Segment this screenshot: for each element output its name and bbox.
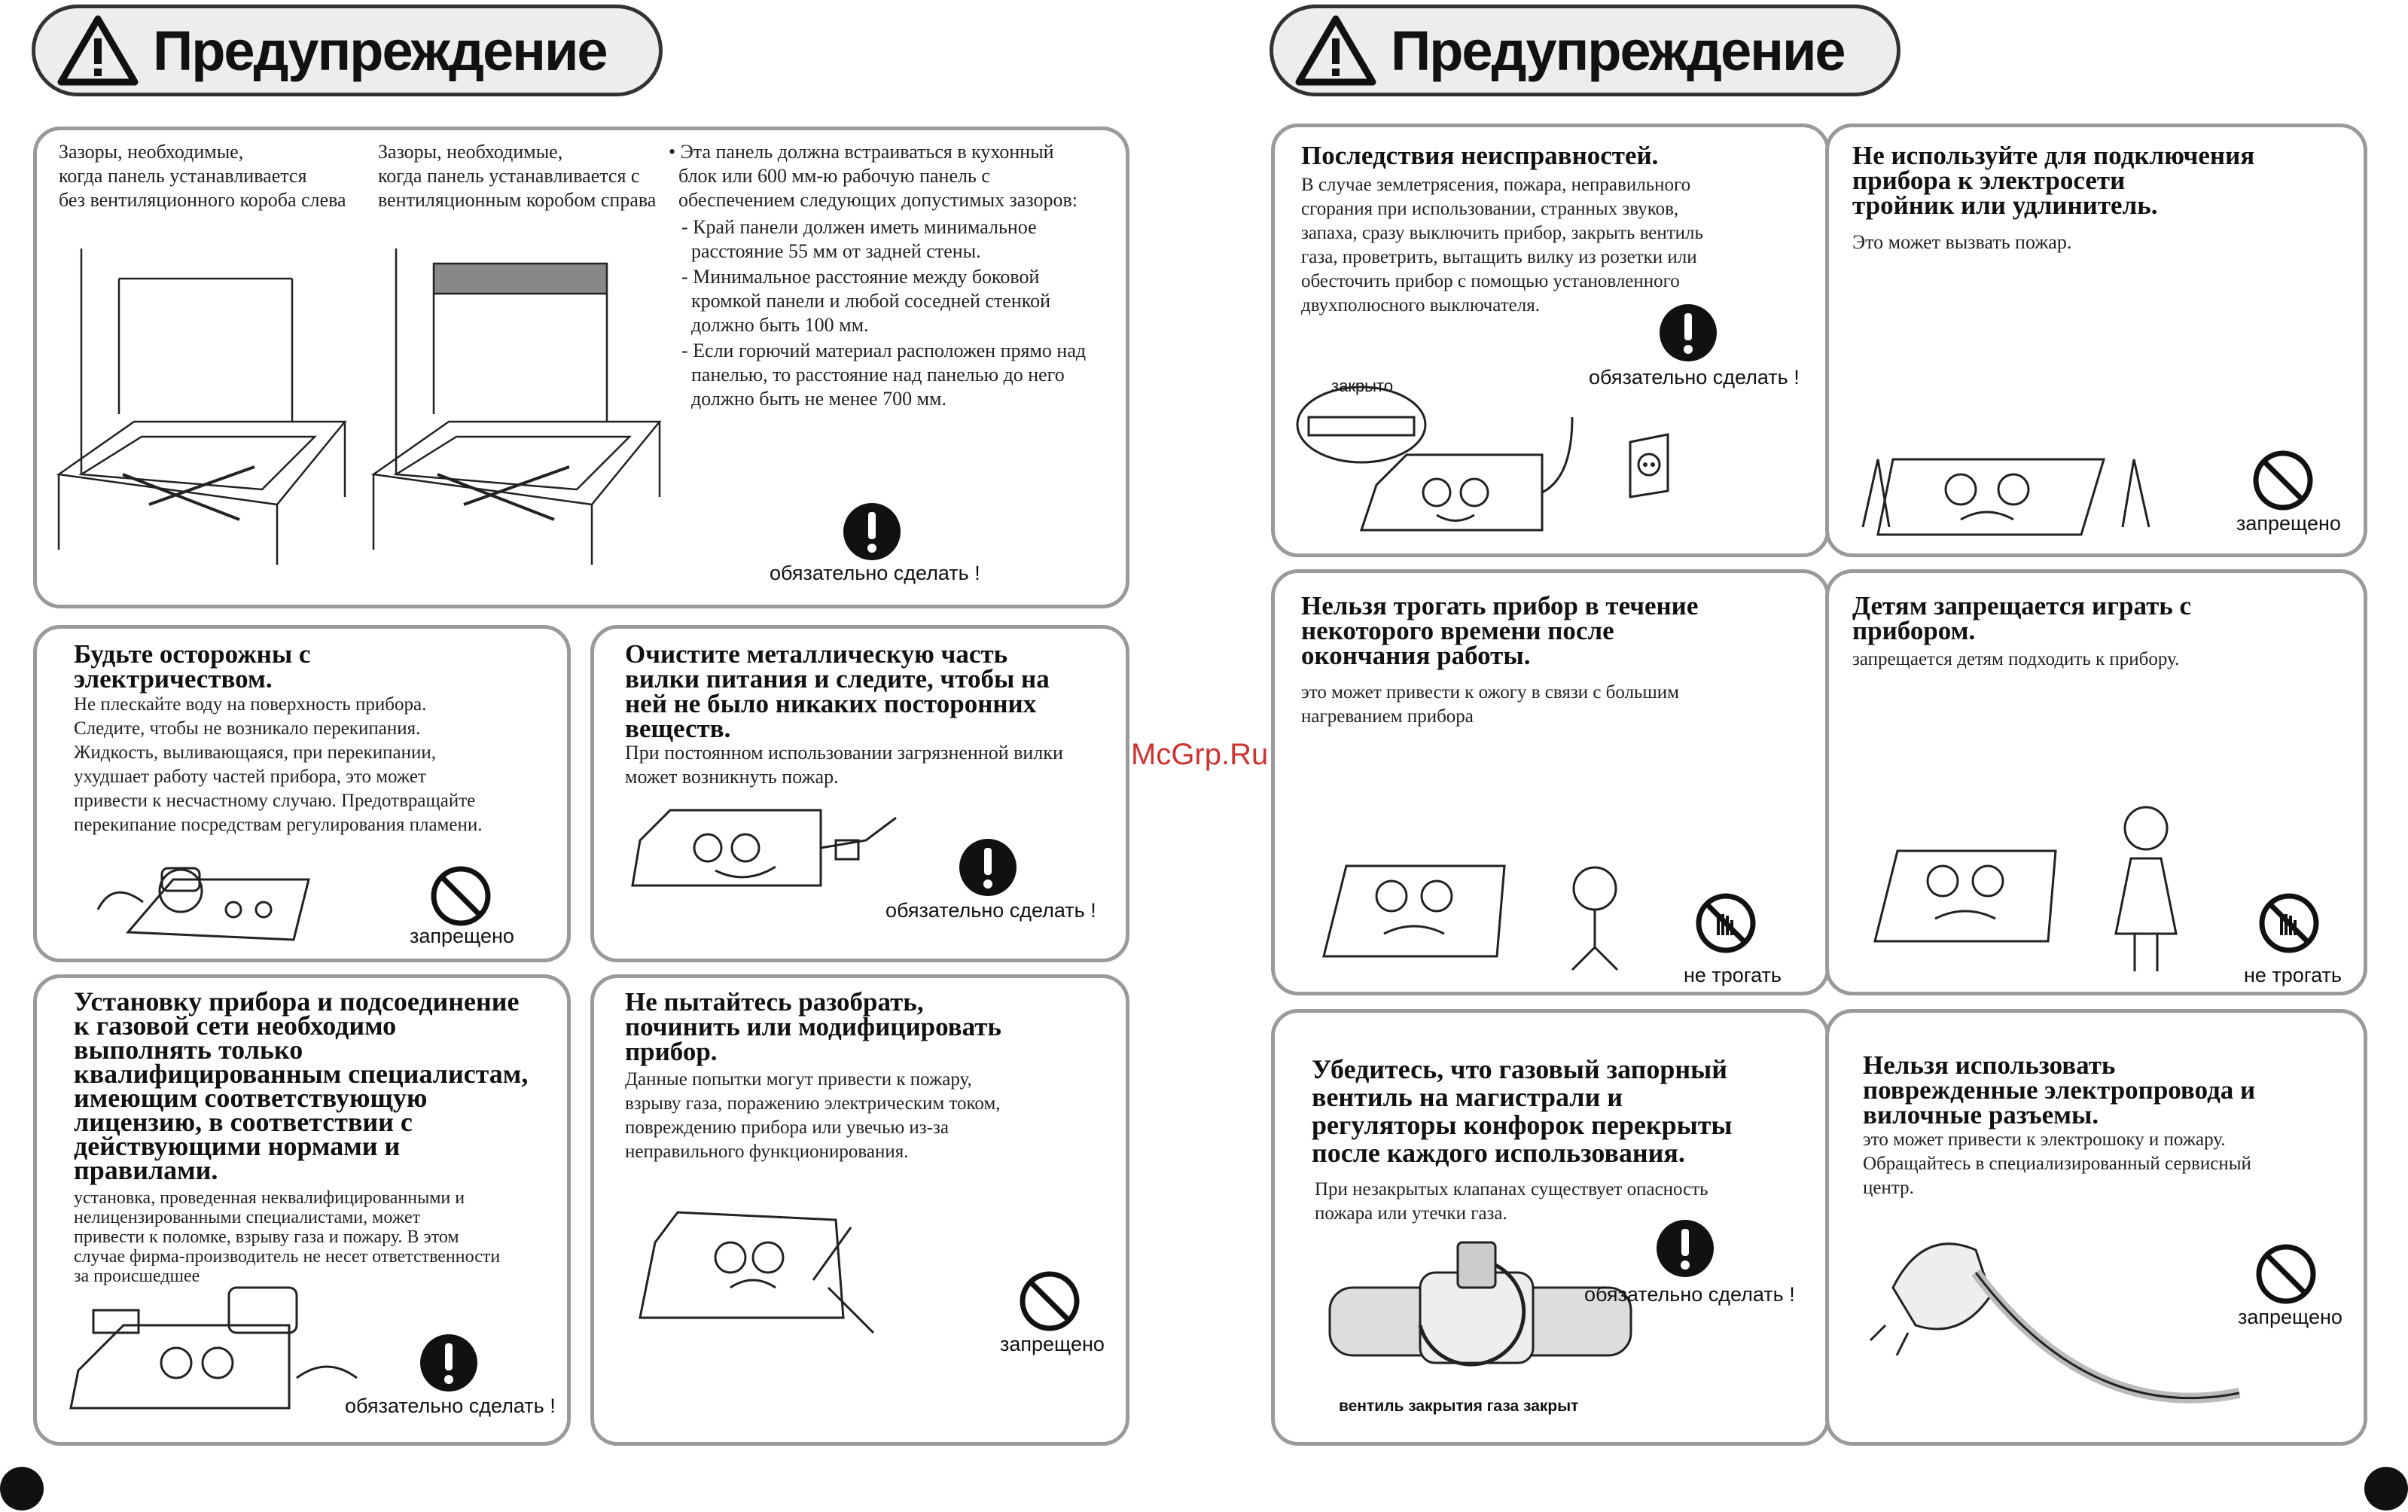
panel-heading: Очистите металлическую часть вилки питан…	[625, 639, 1050, 743]
panel-body: установка, проведенная неквалифицированн…	[74, 1188, 501, 1286]
panel-qualified-install	[33, 974, 571, 1446]
prohibited-icon	[2253, 450, 2313, 511]
caption-left: Зазоры, необходимые, когда панель устана…	[59, 141, 346, 211]
child-touching-stove-illustration	[1322, 864, 1619, 971]
prohibited-icon	[2256, 1244, 2316, 1304]
mandatory-icon	[843, 503, 901, 560]
page-marker-left	[0, 1467, 44, 1510]
mandatory-icon	[1657, 1220, 1714, 1277]
valve-closing-illustration	[1296, 386, 1574, 532]
panel-installation-clearances	[33, 127, 1129, 608]
prohibited-label: запрещено	[1000, 1333, 1105, 1355]
clearance-sub-3: - Если горючий материал расположен прямо…	[681, 340, 1087, 410]
banner-right: Предупреждение	[1270, 5, 1900, 96]
gas-pipe-valve-illustration	[1328, 1241, 1632, 1367]
mandatory-label: обязательно сделать !	[1584, 1283, 1795, 1306]
no-touch-icon	[2259, 893, 2319, 953]
pipe-caption: вентиль закрытия газа закрыт	[1339, 1398, 1579, 1415]
panel-body: Данные попытки могут привести к пожару, …	[625, 1069, 1001, 1162]
damaged-plug-illustration	[1869, 1242, 2241, 1404]
warning-triangle-icon	[1295, 15, 1376, 86]
warning-triangle-icon	[57, 15, 139, 86]
plug-cleaning-illustration	[631, 809, 897, 887]
prohibited-label: запрещено	[2238, 1306, 2342, 1328]
mandatory-label: обязательно сделать !	[770, 562, 980, 584]
panel-heading: Убедитесь, что газовый запорный вентиль …	[1312, 1054, 1733, 1168]
stove-hands-up-illustration	[1861, 458, 2150, 536]
panel-body: запрещается детям подходить к прибору.	[1852, 649, 2180, 669]
page-marker-right	[2364, 1467, 2408, 1510]
panel-heading: Не пытайтесь разобрать, починить или мод…	[625, 987, 1001, 1066]
panel-body: При незакрытых клапанах существует опасн…	[1315, 1179, 1708, 1224]
panel-body: Это может вызвать пожар.	[1852, 231, 2072, 253]
mandatory-label: обязательно сделать !	[885, 899, 1096, 922]
mandatory-label: обязательно сделать !	[1589, 366, 1800, 389]
prohibited-icon	[1020, 1271, 1080, 1331]
banner-left: Предупреждение	[32, 5, 663, 96]
banner-title: Предупреждение	[1391, 19, 1846, 82]
banner-title: Предупреждение	[153, 19, 608, 82]
panel-heading: Детям запрещается играть с прибором.	[1852, 591, 2192, 645]
clearance-sub-2: - Минимальное расстояние между боковой к…	[681, 266, 1050, 336]
mandatory-label: обязательно сделать !	[345, 1395, 556, 1417]
installer-illustration	[69, 1286, 358, 1410]
panel-plug-clean	[590, 625, 1129, 962]
mandatory-icon	[959, 839, 1017, 896]
panel-heading: Нельзя трогать прибор в течение некоторо…	[1301, 591, 1699, 670]
panel-disassemble	[590, 974, 1129, 1446]
repair-illustration	[639, 1211, 875, 1334]
panel-heading: Нельзя использовать поврежденные электро…	[1863, 1050, 2256, 1129]
clearance-bullet: • Эта панель должна встраиваться в кухон…	[669, 141, 1078, 211]
panel-heading: Установку прибора и подсоединение к газо…	[74, 986, 529, 1185]
caption-middle: Зазоры, необходимые, когда панель устана…	[378, 141, 657, 211]
no-touch-icon	[1696, 893, 1756, 953]
panel-hot-surface	[1271, 569, 1830, 995]
panel-body: В случае землетрясения, пожара, неправил…	[1301, 175, 1703, 316]
prohibited-label: запрещено	[2236, 512, 2341, 535]
panel-body: это может привести к ожогу в связи с бол…	[1301, 682, 1679, 727]
diagram-with-hood	[370, 248, 662, 565]
valve-label: закрыто	[1331, 376, 1394, 395]
panel-heading: Будьте осторожны с электричеством.	[74, 639, 311, 694]
wall-socket-icon	[1629, 433, 1669, 498]
mandatory-icon	[1660, 304, 1717, 361]
clearance-sub-1: - Край панели должен иметь минимальное р…	[681, 216, 1037, 262]
panel-children	[1825, 569, 2367, 995]
mandatory-icon	[420, 1334, 477, 1392]
panel-gas-valve	[1271, 1009, 1830, 1446]
prohibited-icon	[431, 866, 491, 926]
no-touch-label: не трогать	[1684, 964, 1782, 986]
no-touch-label: не трогать	[2244, 964, 2342, 986]
stove-pot-illustration	[96, 867, 310, 941]
panel-heading: Последствия неисправностей.	[1301, 141, 1659, 170]
diagram-no-hood	[56, 248, 347, 565]
prohibited-label: запрещено	[410, 925, 514, 947]
panel-body: это может привести к электрошоку и пожар…	[1863, 1129, 2251, 1198]
watermark: McGrp.Ru	[1131, 738, 1269, 771]
panel-body: При постоянном использовании загрязненно…	[625, 742, 1063, 788]
panel-body: Не плескайте воду на поверхность прибора…	[74, 694, 483, 835]
panel-heading: Не используйте для подключения прибора к…	[1852, 141, 2255, 220]
girl-near-stove-illustration	[1873, 806, 2178, 971]
